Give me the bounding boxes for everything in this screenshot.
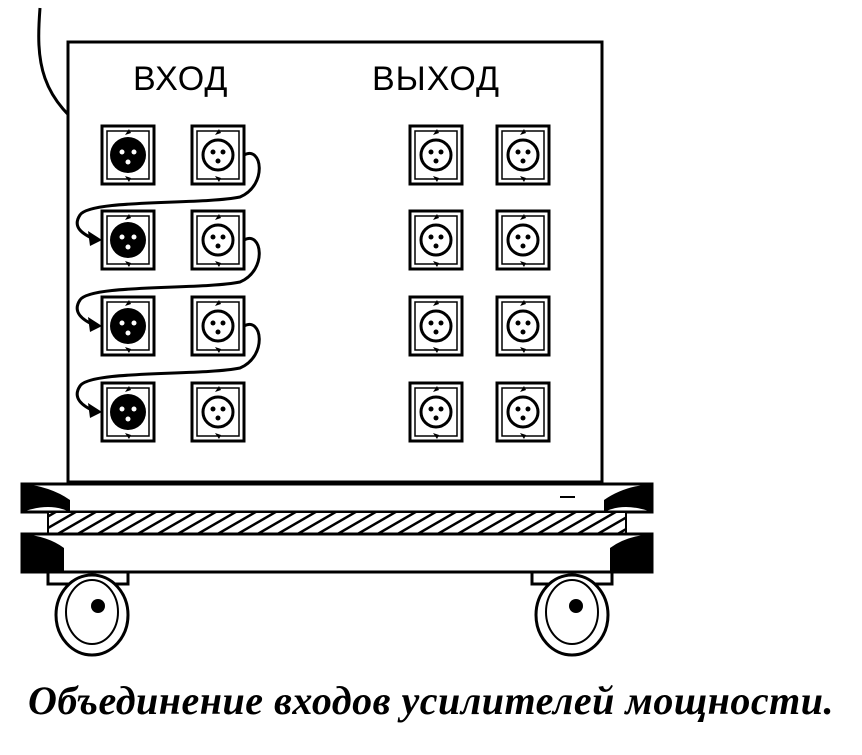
loop-cable (75, 151, 261, 242)
rack-base (20, 482, 654, 574)
output-xlr-icon (495, 295, 551, 357)
loop-cable (75, 236, 261, 328)
input-female-xlr-icon (100, 124, 156, 186)
input-male-xlr-icon (190, 124, 246, 186)
output-xlr-icon (408, 295, 464, 357)
input-male-xlr-icon (190, 381, 246, 443)
amplifier-rack-diagram: ВХОД ВЫХОД (20, 7, 654, 657)
output-xlr-icon (408, 381, 464, 443)
output-label: ВЫХОД (372, 60, 500, 98)
input-male-xlr-icon (190, 209, 246, 271)
corner-bracket-right (604, 484, 652, 572)
input-male-column (190, 124, 246, 443)
caster-wheel-right-icon (530, 570, 614, 657)
output-column-2 (495, 124, 551, 443)
input-female-xlr-icon (100, 295, 156, 357)
input-male-xlr-icon (190, 295, 246, 357)
output-xlr-icon (408, 209, 464, 271)
output-column-1 (408, 124, 464, 443)
corner-bracket-left (22, 484, 70, 572)
output-xlr-icon (495, 124, 551, 186)
figure-caption: Объединение входов усилителей мощности. (28, 678, 834, 723)
output-xlr-icon (495, 381, 551, 443)
cable-arrow-icon (88, 403, 102, 418)
input-female-xlr-icon (100, 381, 156, 443)
caster-wheel-left-icon (46, 570, 130, 657)
input-female-xlr-icon (100, 209, 156, 271)
output-xlr-icon (495, 209, 551, 271)
cable-arrow-icon (88, 317, 102, 332)
base-hatched-rail (47, 511, 627, 535)
output-xlr-icon (408, 124, 464, 186)
daisy-chain-cables (75, 151, 261, 418)
loop-cable (75, 322, 261, 414)
input-label: ВХОД (133, 60, 228, 98)
cable-arrow-icon (88, 231, 102, 246)
